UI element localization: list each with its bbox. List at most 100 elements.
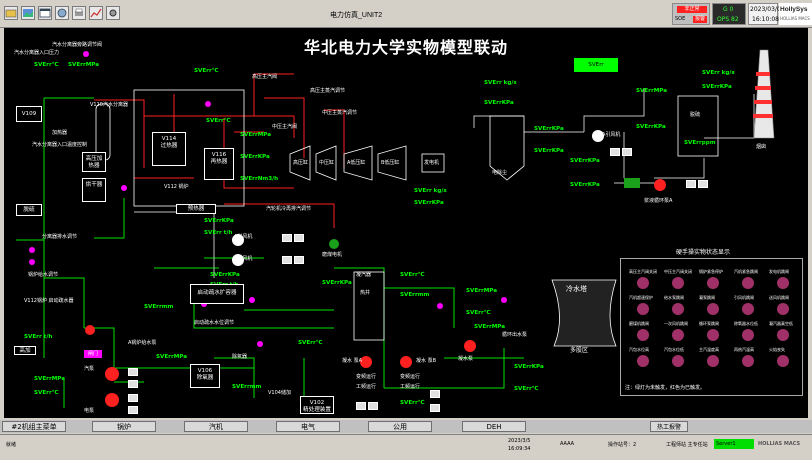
value-slurry-kpa-2: SVErrKPa xyxy=(570,182,600,188)
elec-pump-ctrl-2[interactable] xyxy=(128,406,138,414)
pump-a-ctrl-2[interactable] xyxy=(368,402,378,410)
value-flue-kpa: SVErrKPa xyxy=(534,126,564,132)
tool-icon[interactable] xyxy=(55,6,69,20)
value-drain-temp: SVErr℃ xyxy=(514,386,539,392)
pump-b-ctrl-1[interactable] xyxy=(430,390,440,398)
pump-a-ctrl-1[interactable] xyxy=(356,402,366,410)
label-slurry: 浆液循环泵A xyxy=(644,198,673,204)
value-gen-kgs: SVErr kg/s xyxy=(414,188,447,194)
window-icon[interactable] xyxy=(38,6,52,20)
label-ip-valve: 中压主汽阀 xyxy=(272,124,298,130)
preheater-box[interactable]: 预热器 xyxy=(176,204,216,214)
status-led-label: 凝汽器真空低 xyxy=(769,321,793,326)
fan-b-ctrl-2[interactable] xyxy=(294,256,304,264)
hp-heater-box[interactable]: 高压加热器 xyxy=(82,152,106,172)
status-note: 注：绿灯为未触发，红色为已触发。 xyxy=(625,385,706,391)
settings-icon[interactable] xyxy=(106,6,120,20)
dryer-box[interactable]: 烘干器 xyxy=(82,178,106,202)
value-nm3h: SVErrNm3/h xyxy=(240,176,279,182)
v106-box[interactable]: V106 除氧器 xyxy=(190,364,220,388)
label-sep-in-pressure: 汽水分离器入口压力 xyxy=(14,50,60,56)
value-air-th: SVErr t/h xyxy=(204,230,233,236)
alarm-status-panel: 非正常 SOE 报警 xyxy=(672,3,710,25)
value-slurry-kpa: SVErrKPa xyxy=(570,158,600,164)
value-steam-temp: SVErr℃ xyxy=(194,68,219,74)
nav-turbine[interactable]: 汽机 xyxy=(184,421,248,432)
id-fan-ctrl-2[interactable] xyxy=(622,148,632,156)
elec-pump-ctrl-1[interactable] xyxy=(128,394,138,402)
status-led-label: 给水泵跳闸 xyxy=(664,295,684,300)
nav-common[interactable]: 公用 xyxy=(368,421,432,432)
label-chimney: 烟囱 xyxy=(756,144,767,150)
slurry-run-indicator[interactable] xyxy=(624,178,640,188)
abnormal-badge[interactable]: 非正常 xyxy=(677,6,707,13)
status-led xyxy=(777,303,789,315)
value-vessel-mm: SVErrmm xyxy=(144,304,174,310)
id-fan-ctrl-1[interactable] xyxy=(610,148,620,156)
nav-boiler[interactable]: 锅炉 xyxy=(92,421,156,432)
app-title: 电力仿真_UNIT2 xyxy=(330,12,383,19)
status-led-label: 一次风机跳闸 xyxy=(664,321,688,326)
label-feed-boost: A锅炉给水泵 xyxy=(128,340,157,346)
value-cond-temp: SVErr℃ xyxy=(400,272,425,278)
status-led xyxy=(742,303,754,315)
status-led-label: 高压主汽阀关闭 xyxy=(629,269,657,274)
label-pump-b: 凝水 泵B xyxy=(416,358,437,364)
nav-electrical[interactable]: 电气 xyxy=(276,421,340,432)
value-feed-temp: SVErr℃ xyxy=(34,390,59,396)
pipe-network xyxy=(16,49,775,408)
v114-box[interactable]: V114 过热器 xyxy=(152,132,186,166)
ops-label: OPS 82 xyxy=(717,16,739,23)
value-fan-kpa: SVErrKPa xyxy=(210,272,240,278)
fan-a-ctrl-2[interactable] xyxy=(294,234,304,242)
print-icon[interactable] xyxy=(72,6,86,20)
status-led xyxy=(707,355,719,367)
nav-deh[interactable]: DEH xyxy=(462,421,526,432)
label-drain: 凝水泵 xyxy=(458,356,474,362)
open-file-icon[interactable] xyxy=(4,6,18,20)
label-fan-b: B送风机 xyxy=(234,256,253,262)
slurry-ctrl-2[interactable] xyxy=(698,180,708,188)
status-led xyxy=(637,329,649,341)
v109-box[interactable]: V109 xyxy=(16,106,42,122)
brand-sub: HOLLIAS MACS xyxy=(780,16,810,21)
coal-box[interactable]: 脱硫 xyxy=(16,204,42,216)
label-elec-pump: 电泵 xyxy=(84,408,95,414)
value-chimney-kpa: SVErrKPa xyxy=(702,84,732,90)
nav-bar: #2机组主菜单 锅炉 汽机 电气 公用 DEH 热工报警 xyxy=(0,420,812,433)
trend-icon[interactable] xyxy=(89,6,103,20)
v116-box[interactable]: V116 再热器 xyxy=(204,148,234,180)
ops-counter: G 0 OPS 82 xyxy=(712,3,746,25)
status-led-label: 凝泵跳闸 xyxy=(699,295,715,300)
image-icon[interactable] xyxy=(21,6,35,20)
fan-b-ctrl-1[interactable] xyxy=(282,256,292,264)
value-drain-kpa: SVErrKPa xyxy=(514,364,544,370)
fan-a-ctrl-1[interactable] xyxy=(282,234,292,242)
nav-main-menu[interactable]: #2机组主菜单 xyxy=(2,421,66,432)
label-lp-cyl-b: B低压缸 xyxy=(381,160,400,166)
status-led xyxy=(777,329,789,341)
value-feed-mpa: SVErrMPa xyxy=(34,376,65,382)
alarm-badge[interactable]: 报警 xyxy=(693,16,707,23)
low-p-box[interactable]: 高加 xyxy=(14,346,36,355)
value-reheat-mpa: SVErrMPa xyxy=(240,132,271,138)
status-led-label: 汽包水位低 xyxy=(664,347,684,352)
pump-b-ctrl-2[interactable] xyxy=(430,404,440,412)
steam-pump-ctrl-2[interactable] xyxy=(128,380,138,388)
label-condenser: 凝汽器 xyxy=(356,272,372,278)
label-cool-tower: 冷水塔 xyxy=(566,285,587,293)
label-hp-cyl: 高压缸 xyxy=(293,160,309,166)
status-led-label: 送风机跳闸 xyxy=(769,295,789,300)
value-cond-mm: SVErrmm xyxy=(400,292,430,298)
status-time: 16:09:34 xyxy=(508,446,531,452)
label-cold-reheat: 汽轮机冷再排汽调节 xyxy=(266,206,312,212)
slurry-ctrl-1[interactable] xyxy=(686,180,696,188)
status-brand: HOLLIAS MACS xyxy=(758,441,801,447)
v102-box[interactable]: V102 精处理装置 xyxy=(300,396,334,414)
nav-thermal-alarm[interactable]: 热工报警 xyxy=(650,421,688,432)
status-led xyxy=(777,277,789,289)
status-led xyxy=(637,355,649,367)
switch-badge[interactable]: 闸门 xyxy=(84,350,102,358)
start-vessel-box[interactable]: 启动疏水扩容器 xyxy=(190,284,244,304)
steam-pump-ctrl-1[interactable] xyxy=(128,368,138,376)
